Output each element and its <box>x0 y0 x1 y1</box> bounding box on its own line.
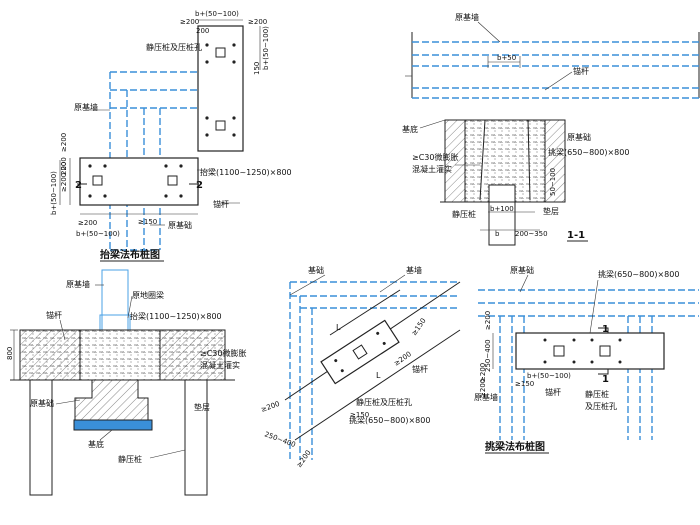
label-anchor: 锚杆 <box>213 199 229 209</box>
label-c30-line1: ≥C30微膨胀 <box>412 152 458 162</box>
label-orig-found: 原基础 <box>510 265 534 275</box>
label-anchor: 锚杆 <box>545 387 561 397</box>
dim-ge200: ≥200 <box>295 449 313 469</box>
pile-hole <box>92 175 103 186</box>
label-anchor: 锚杆 <box>46 310 62 320</box>
dim-ge200: ≥200 <box>479 379 487 398</box>
plan-pick-beam: 原基础 挑梁(650~800)×800 1 1 ≥200 250~400 ≥20… <box>474 265 699 454</box>
dim-b-plus100: b+100 <box>490 205 514 213</box>
dim-ge150: ≥150 <box>515 380 534 388</box>
label-base: 基底 <box>402 124 418 134</box>
mark-L: L <box>376 371 381 380</box>
dim-200: 200 <box>196 27 209 35</box>
label-anchor: 锚杆 <box>573 66 589 76</box>
dim-b-plus-right: b+(50~100) <box>262 26 270 70</box>
label-pick-beam: 挑梁(650~800)×800 <box>548 147 629 157</box>
dim-b: b <box>495 230 500 238</box>
label-c30-line2: 混凝土灌实 <box>200 360 240 370</box>
label-lift-beam: 抬梁(1100~1250)×800 <box>130 311 222 321</box>
pick-beam-diagonal <box>320 319 400 385</box>
label-static-pile: 静压桩 <box>452 209 476 219</box>
label-orig-found: 原基础 <box>30 398 54 408</box>
dim-ge200: ≥200 <box>484 311 492 330</box>
dim-ge200: ≥200 <box>78 219 97 227</box>
dim-800: 800 <box>6 347 14 360</box>
dim-ge200: ≥200 <box>180 18 199 26</box>
title-pick-beam-plan: 挑梁法布桩图 <box>485 440 545 453</box>
dim-200: 200 <box>60 162 68 175</box>
dim-b-plus-top: b+(50~100) <box>195 10 239 18</box>
pick-beam <box>515 332 665 370</box>
orig-found-step <box>74 379 149 421</box>
dim-b-plus: b+(50~100) <box>527 372 571 380</box>
mark-L: L <box>336 323 341 332</box>
label-ring-beam: 原地圈梁 <box>132 290 164 300</box>
dim-ge200: ≥200 <box>479 363 487 382</box>
label-beam: 挑梁(650~800)×800 <box>349 415 430 425</box>
label-lift-beam: 抬梁(1100~1250)×800 <box>200 167 292 177</box>
dim-ge150: ≥150 <box>138 218 157 226</box>
dim-200-350: 200~350 <box>515 230 548 238</box>
label-orig-found: 原基础 <box>168 220 192 230</box>
label-orig-wall: 原基墙 <box>74 102 98 112</box>
pile-hole <box>215 47 226 58</box>
label-anchor: 锚杆 <box>412 364 428 374</box>
dim-b-plus-bottom: b+(50~100) <box>76 230 120 238</box>
label-c30-line1: ≥C30微膨胀 <box>200 348 246 358</box>
lift-beam-vertical <box>197 25 244 152</box>
pile-hole <box>167 175 178 186</box>
orig-wall <box>101 269 129 331</box>
section-mark-1: 1 <box>602 374 609 385</box>
dim-b-plus50: b+50 <box>497 54 516 62</box>
dim-150: 150 <box>253 62 261 75</box>
label-pile: 静压桩 <box>585 389 609 399</box>
label-orig-wall: 原基墙 <box>66 279 90 289</box>
dim-ge200: ≥200 <box>260 400 281 414</box>
dim-250-400: 250~400 <box>484 339 492 372</box>
dim-ge150: ≥150 <box>410 317 428 337</box>
label-orig-wall: 原基墙 <box>455 12 479 22</box>
label-pile-hole: 及压桩孔 <box>585 401 617 411</box>
title-section-1-1: 1-1 <box>567 230 585 241</box>
plan-lift-beam: b+(50~100) ≥200 200 ≥200 b+(50~100) 150 … <box>50 10 292 262</box>
section-mark-1: 1 <box>602 324 609 335</box>
base-cushion <box>73 419 153 431</box>
label-static-pile: 静压桩 <box>118 454 142 464</box>
dim-250-400: 250~400 <box>263 430 296 449</box>
section-mark-2: 2 <box>196 180 203 191</box>
label-beam: 挑梁(650~800)×800 <box>598 269 679 279</box>
section-1-1: 原基墙 b+50 锚杆 基底 原基础 挑梁(650~800)×800 ≥C30微… <box>402 12 700 246</box>
section-2-2: 原基墙 原地圈梁 锚杆 抬梁(1100~1250)×800 800 ≥C30微膨… <box>6 269 246 496</box>
label-wall: 基墙 <box>406 265 422 275</box>
label-orig-wall: 原基墙 <box>474 392 498 402</box>
dim-ge150: ≥150 <box>350 411 369 419</box>
title-lift-beam-plan: 抬梁法布桩图 <box>100 248 160 261</box>
label-cushion: 垫层 <box>194 402 210 412</box>
static-pile-left <box>29 379 53 496</box>
dim-ge200: ≥200 <box>393 350 413 368</box>
label-cushion: 垫层 <box>543 206 559 216</box>
pile-hole <box>215 120 226 131</box>
dim-200: ≥200 200 <box>60 157 68 192</box>
section-mark-2: 2 <box>75 180 82 191</box>
dim-50-100: 50~100 <box>549 168 557 196</box>
dim-ge200: ≥200 <box>248 18 267 26</box>
plan-corner: 基础 基墙 ≥150 ≥200 锚杆 静压桩及压桩孔 挑梁(650~800)×8… <box>260 265 461 469</box>
label-orig-found: 原基础 <box>567 132 591 142</box>
dim-ge200: ≥200 <box>60 133 68 152</box>
label-found: 基础 <box>308 265 324 275</box>
label-pile: 静压桩及压桩孔 <box>356 397 412 407</box>
label-c30-line2: 混凝土灌实 <box>412 164 452 174</box>
label-base: 基底 <box>88 439 104 449</box>
static-pile <box>488 184 516 246</box>
label-static-pile: 静压桩及压桩孔 <box>146 42 202 52</box>
static-pile-right <box>184 379 208 496</box>
dim-b-plus-left: b+(50~100) <box>50 171 58 215</box>
